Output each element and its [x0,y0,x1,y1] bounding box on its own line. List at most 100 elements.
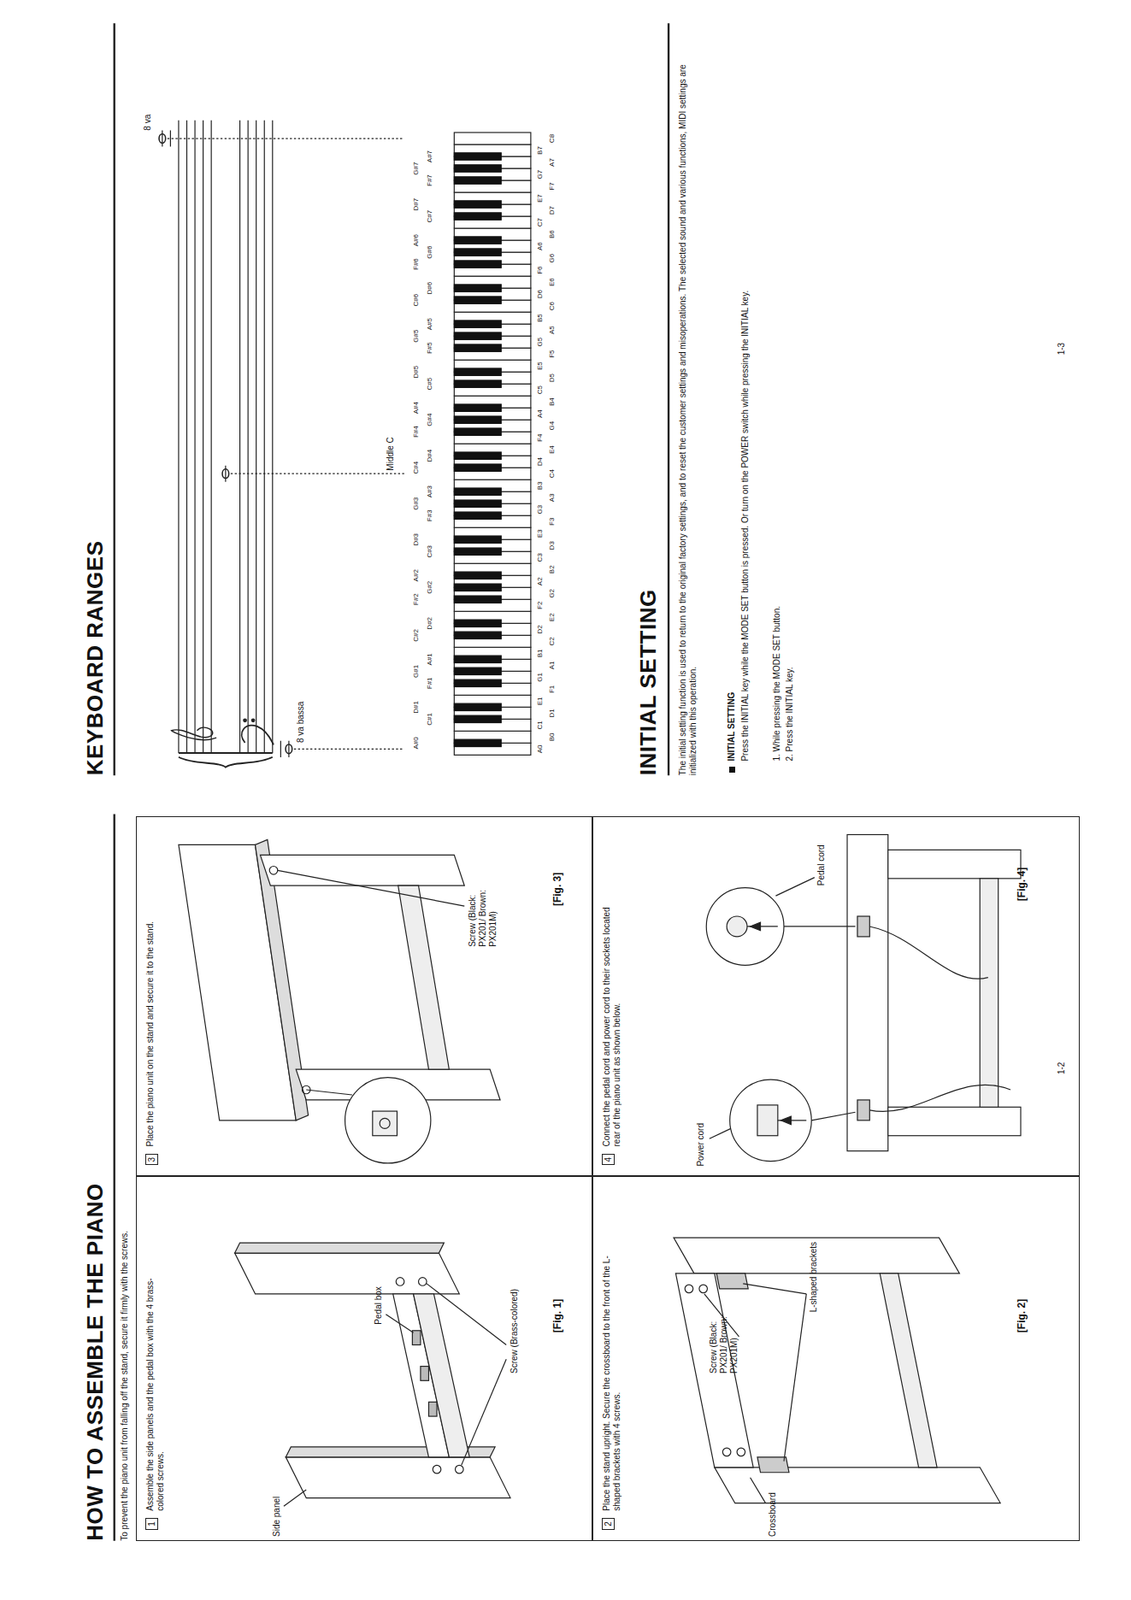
key-name: D4 [536,457,545,466]
page-number: 1-2 [1056,1062,1067,1075]
rear-connection-figure [706,835,1021,1162]
black-key [453,452,501,460]
black-key [453,332,501,340]
keyboard-illustration [159,129,531,757]
step-number: 1 [145,1518,159,1531]
key-name: F7 [547,182,557,190]
key-name: D#6 [425,282,435,295]
key-name: E6 [547,277,557,287]
key-name: D#2 [425,617,435,631]
stand-figure [673,1237,1001,1503]
key-name: E3 [536,529,545,538]
key-name: B7 [536,146,545,155]
heading-rule [667,23,670,776]
part-name: Crossboard [767,1492,778,1538]
key-name: A#7 [425,150,435,163]
heading-rule [113,23,116,776]
staff-marking: Middle C [385,436,396,471]
key-name: F2 [536,601,545,610]
step-cell: 2Place the stand upright. Secure the cro… [592,1177,1081,1542]
black-key [453,703,501,711]
black-key [453,595,501,603]
key-name: F#3 [425,509,435,522]
key-name: A4 [536,409,545,419]
black-key [453,380,501,388]
key-name: C#2 [412,629,421,643]
key-name: A#1 [425,653,435,666]
key-name: A0 [536,744,545,754]
black-key [453,344,501,352]
key-name: D6 [536,289,545,299]
step-cell: 3 Place the piano unit on the stand and s… [135,816,593,1177]
body-text: The initial setting function is used to … [677,30,699,777]
step-text: 1. While pressing the MODE SET button. [771,606,783,762]
page-heading: KEYBOARD RANGES [82,541,109,777]
range-line [167,137,405,139]
bullet-square [729,766,736,773]
key-name: B6 [547,229,557,239]
step-number: 2 [601,1518,615,1531]
black-key [453,739,501,747]
stand-parts-figure [235,1242,511,1507]
key-name: A#0 [412,736,421,749]
black-key [453,547,501,555]
key-name: A1 [547,660,557,670]
black-key [453,200,501,208]
black-key [453,512,501,519]
black-key [453,212,501,220]
key-name: C#3 [425,545,435,559]
key-name: D#7 [412,198,421,212]
key-name: G#4 [425,413,435,427]
heading-rule [113,814,116,1542]
section-heading: INITIAL SETTING [635,589,662,776]
key-name: C#7 [425,210,435,224]
key-name: F#5 [425,341,435,354]
note-text: To prevent the piano unit from falling o… [119,1231,130,1542]
key-name: G4 [547,421,557,431]
key-name: C5 [536,385,545,395]
key-name: C#6 [412,294,421,307]
key-name: F4 [536,434,545,442]
part-name: Screw (Black: PX201/ Brown: PX201M) [708,1300,740,1374]
range-line [230,473,405,475]
body-text: Press the INITIAL key while the MODE SET… [740,26,751,762]
key-name: C2 [547,636,557,646]
key-name: A#3 [425,485,435,498]
key-name: C6 [547,301,557,311]
step-text: Connect the pedal cord and power cord to… [601,890,624,1148]
key-name: A5 [547,325,557,335]
step-text: Place the piano unit on the stand and se… [145,890,157,1148]
key-name: G#1 [412,665,421,678]
key-name: F#6 [412,258,421,271]
part-name: Side panel [271,1496,283,1538]
black-key [453,619,501,627]
key-name: B4 [547,397,557,407]
key-name: G#7 [412,162,421,176]
ledger-line [224,465,226,483]
grand-staff [171,120,274,768]
key-name: D5 [547,373,557,383]
subheading: INITIAL SETTING [726,692,737,762]
black-key [453,248,501,256]
page-heading: HOW TO ASSEMBLE THE PIANO [82,1183,109,1541]
black-key [453,571,501,579]
step-number: 3 [145,1154,159,1167]
key-name: C#1 [425,712,435,726]
black-key [453,667,501,675]
staff-marking: 8 va [142,114,154,131]
black-key [453,176,501,184]
key-name: E2 [547,612,557,622]
key-name: D7 [547,206,557,215]
black-key [453,428,501,436]
key-name: F1 [547,685,557,694]
key-name: A2 [536,577,545,586]
key-name: A#4 [412,401,421,414]
key-name: D#3 [412,533,421,547]
key-name: G3 [536,505,545,515]
black-key [453,488,501,495]
part-name: Power cord [695,1123,707,1167]
black-key [453,715,501,723]
black-key [453,404,501,412]
ledger-line [280,741,282,758]
